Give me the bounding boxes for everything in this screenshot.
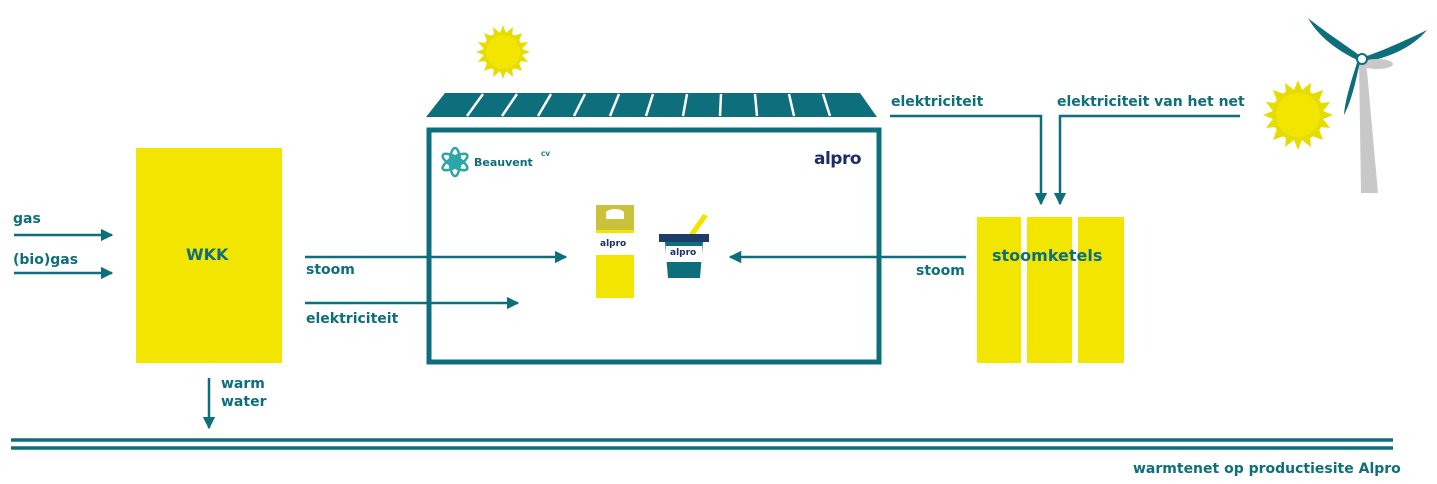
warmtenet-label: warmtenet op productiesite Alpro <box>1133 461 1401 477</box>
alpro-cup-logo: alpro <box>670 248 697 258</box>
elektriciteit-left-label: elektriciteit <box>306 311 399 327</box>
solar-panels-roof <box>426 93 877 117</box>
wind-turbine-icon <box>1308 18 1427 193</box>
warm-water-label-2: water <box>221 394 267 410</box>
sun-icon-right <box>1263 80 1333 150</box>
wkk-block <box>136 148 282 363</box>
elektriciteit-net-label: elektriciteit van het net <box>1057 94 1245 110</box>
wkk-label: WKK <box>186 245 229 264</box>
biogas-label: (bio)gas <box>13 252 79 268</box>
alpro-logo: alpro <box>814 149 862 169</box>
elektriciteit-top-arrow <box>890 114 1048 206</box>
stoomketel-3 <box>1078 217 1124 363</box>
sun-icon-roof <box>476 25 530 79</box>
beauvent-logo-text: Beauvent <box>474 156 533 169</box>
alpro-milk-pack <box>596 205 634 298</box>
alpro-pack-logo: alpro <box>600 239 627 249</box>
warm-water-label-1: warm <box>221 376 265 392</box>
alpro-yoghurt-cup <box>659 214 709 278</box>
stoomketel-1 <box>977 217 1021 363</box>
elektriciteit-net-arrow <box>1053 114 1240 206</box>
factory-building <box>426 127 882 365</box>
stoom-right-label: stoom <box>916 263 965 279</box>
stoom-left-label: stoom <box>306 262 355 278</box>
stoomketels-label: stoomketels <box>992 246 1103 265</box>
gas-label: gas <box>13 211 41 227</box>
stoomketel-2 <box>1027 217 1072 363</box>
beauvent-logo-mark: CV <box>541 151 551 158</box>
elektriciteit-top-label: elektriciteit <box>891 94 984 110</box>
beauvent-logo-icon <box>441 146 469 178</box>
